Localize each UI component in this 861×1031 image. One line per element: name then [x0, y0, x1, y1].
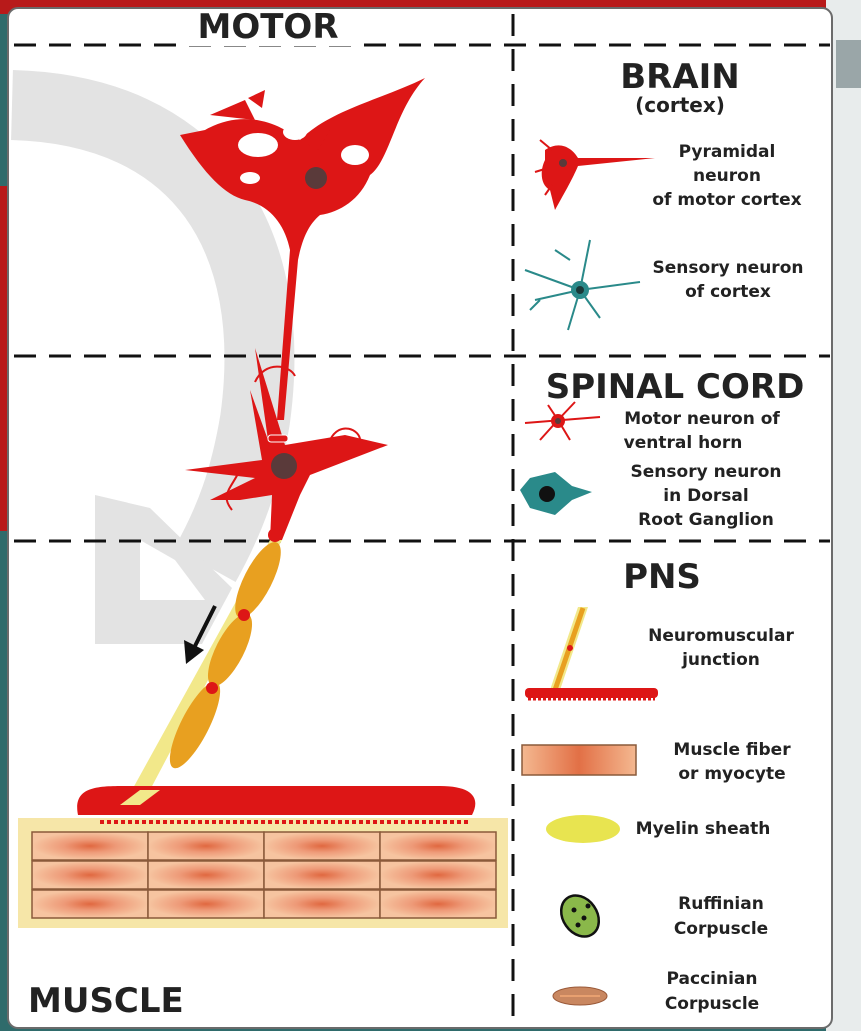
label-sensory-cortex-2: of cortex: [685, 282, 771, 302]
label-pyramidal-1: Pyramidal: [679, 142, 776, 162]
muscle-cell: [264, 890, 380, 918]
pyramidal-gap-1: [238, 133, 278, 157]
muscle-cell: [148, 832, 264, 860]
motor-title: MOTOR: [197, 7, 338, 47]
frame-right-tab: [836, 40, 861, 88]
pns-title: PNS: [623, 557, 701, 597]
label-nmj-2: junction: [681, 650, 760, 670]
label-muscle-fiber-1: Muscle fiber: [673, 740, 791, 760]
ruffinian-icon-dot: [586, 904, 591, 909]
ruffinian-icon-dot: [582, 916, 587, 921]
label-paccinian-2: Corpuscle: [665, 994, 759, 1014]
legend-myelin: Myelin sheath: [546, 815, 770, 843]
node-of-ranvier-1: [238, 609, 250, 621]
muscle-cell: [32, 861, 148, 889]
muscle-cell: [148, 861, 264, 889]
muscle-fiber-icon: [522, 745, 636, 775]
label-paccinian-1: Paccinian: [667, 969, 758, 989]
ventral-neuron-nucleus: [271, 453, 297, 479]
muscle-cell: [264, 832, 380, 860]
brain-subtitle: (cortex): [635, 93, 725, 117]
label-muscle-fiber-2: or myocyte: [678, 764, 785, 784]
label-motor-ventral-2: ventral horn: [624, 433, 743, 453]
axon-hillock: [268, 528, 282, 542]
muscle-cells: [32, 832, 496, 918]
muscle-cell: [380, 832, 496, 860]
label-pyramidal-3: of motor cortex: [652, 190, 801, 210]
label-myelin: Myelin sheath: [636, 819, 771, 839]
label-sensory-drg-1: Sensory neuron: [631, 462, 782, 482]
label-nmj-1: Neuromuscular: [648, 626, 794, 646]
ruffinian-icon-dot: [576, 923, 581, 928]
pyramidal-gap-3: [283, 124, 307, 140]
label-ruffinian-2: Corpuscle: [674, 919, 768, 939]
motor-ventral-icon-nucleus: [555, 418, 561, 424]
myelin-icon: [546, 815, 620, 843]
muscle-cell: [264, 861, 380, 889]
label-motor-ventral-1: Motor neuron of: [624, 409, 780, 429]
spinal-cord-title: SPINAL CORD: [546, 367, 805, 407]
muscle-cell: [380, 861, 496, 889]
pyramidal-nucleus: [305, 167, 327, 189]
label-ruffinian-1: Ruffinian: [678, 894, 764, 914]
muscle-cell: [32, 890, 148, 918]
muscle-block: [18, 786, 508, 928]
pyramidal-gap-2: [341, 145, 369, 165]
synapse-mark: [268, 435, 288, 442]
label-sensory-drg-2: in Dorsal: [663, 486, 748, 506]
label-sensory-cortex-1: Sensory neuron: [653, 258, 804, 278]
sensory-drg-icon-nucleus: [539, 486, 555, 502]
muscle-cell: [380, 890, 496, 918]
pyramidal-icon-nucleus: [559, 159, 567, 167]
sensory-cortex-icon-nucleus: [576, 286, 584, 294]
pyramidal-gap-4: [240, 172, 260, 184]
node-of-ranvier-2: [206, 682, 218, 694]
label-pyramidal-2: neuron: [693, 166, 761, 186]
nmj-icon-node: [567, 645, 573, 651]
label-sensory-drg-3: Root Ganglion: [638, 510, 774, 530]
brain-title: BRAIN: [620, 57, 740, 97]
nmj-icon-plate: [525, 688, 658, 698]
muscle-cell: [148, 890, 264, 918]
muscle-cell: [32, 832, 148, 860]
ruffinian-icon-dot: [572, 908, 577, 913]
muscle-title: MUSCLE: [28, 981, 184, 1021]
